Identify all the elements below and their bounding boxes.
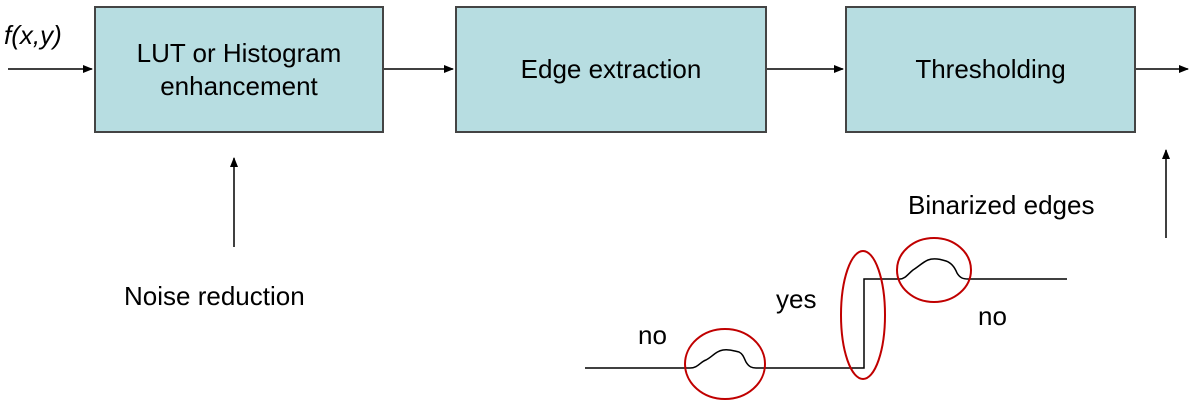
lut-histogram-block: LUT or Histogram enhancement [94,6,384,133]
noise-reduction-label: Noise reduction [124,281,305,311]
no-left-label: no [638,320,667,350]
input-signal-label: f(x,y) [4,20,62,50]
yes-label: yes [776,284,817,314]
edge-profile-signal [585,258,1067,369]
highlight-circle-noise-bump-right [896,237,972,303]
edge-extraction-block: Edge extraction [455,6,767,133]
thresholding-block: Thresholding [845,6,1136,133]
no-right-label: no [978,301,1007,331]
binarized-edges-label: Binarized edges [908,190,1095,220]
highlight-circle-step-edge [840,250,886,380]
highlight-circle-noise-bump-left [684,328,766,400]
